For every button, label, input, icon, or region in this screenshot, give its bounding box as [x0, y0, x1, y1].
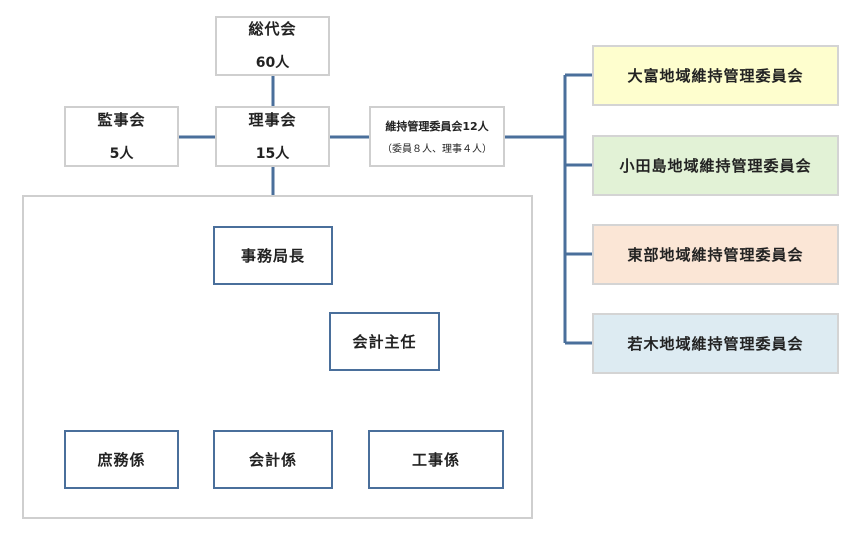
regional-committee-label: 若木地域維持管理委員会 [627, 334, 804, 353]
board-box: 理事会 15人 [215, 106, 330, 167]
regional-committee-label: 東部地域維持管理委員会 [627, 245, 804, 264]
maintenance-committee-note: （委員８人、理事４人） [382, 144, 492, 155]
maintenance-committee-title: 維持管理委員会12人 [385, 120, 489, 133]
regional-committee-box: 大富地域維持管理委員会 [592, 45, 839, 106]
general-assembly-box: 総代会 60人 [215, 16, 330, 76]
general-assembly-title: 総代会 [248, 20, 297, 38]
auditors-box: 監事会 5人 [64, 106, 179, 167]
section-box: 工事係 [368, 430, 504, 489]
regional-committee-box: 小田島地域維持管理委員会 [592, 135, 839, 196]
section-box: 庶務係 [64, 430, 179, 489]
accounting-head-box: 会計主任 [329, 312, 440, 371]
auditors-count: 5人 [109, 145, 134, 162]
maintenance-committee-box: 維持管理委員会12人 （委員８人、理事４人） [369, 106, 505, 167]
board-count: 15人 [255, 145, 290, 162]
chief-box: 事務局長 [213, 226, 333, 285]
chief-label: 事務局長 [240, 246, 305, 265]
section-box: 会計係 [213, 430, 333, 489]
section-label: 会計係 [248, 450, 297, 469]
general-assembly-count: 60人 [255, 55, 290, 71]
regional-committee-label: 大富地域維持管理委員会 [627, 66, 804, 85]
regional-committee-box: 若木地域維持管理委員会 [592, 313, 839, 374]
section-label: 庶務係 [97, 450, 146, 469]
regional-committee-label: 小田島地域維持管理委員会 [619, 156, 812, 175]
board-title: 理事会 [248, 110, 297, 129]
accounting-head-label: 会計主任 [352, 332, 417, 351]
section-label: 工事係 [411, 450, 460, 469]
auditors-title: 監事会 [97, 110, 146, 129]
regional-committee-box: 東部地域維持管理委員会 [592, 224, 839, 285]
